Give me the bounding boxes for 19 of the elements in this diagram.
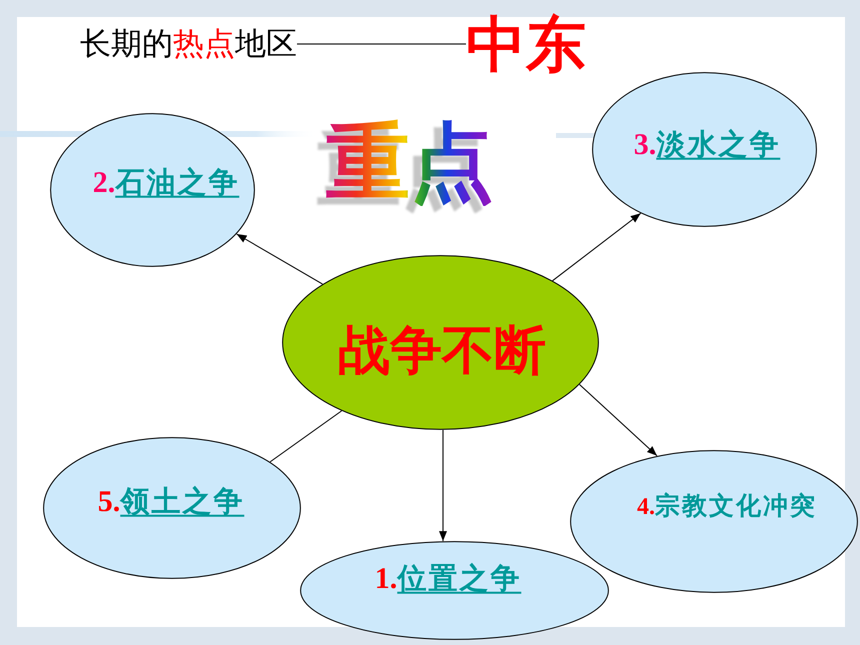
arrow [236,234,323,285]
topic-label: 5.领土之争 [98,484,244,520]
central-label: 战争不断 [338,322,546,382]
central-ellipse [282,255,599,430]
topic-label: 3.淡水之争 [634,128,780,162]
connector-line [270,410,342,462]
topic-ellipse [50,113,255,267]
topic-ellipse [592,72,817,227]
topic-label: 2.石油之争 [92,166,240,200]
topic-ellipse [570,450,858,593]
topic-ellipse [300,541,609,640]
arrow [439,430,447,542]
arrow [552,212,642,282]
topic-ellipse [43,437,301,579]
topic-label: 4.宗教文化冲突 [637,492,817,522]
topic-label: 1.位置之争 [374,562,522,596]
region-title: 中东 [466,12,586,78]
arrow [579,384,658,456]
heading-text: 长期的热点地区 [80,27,297,62]
